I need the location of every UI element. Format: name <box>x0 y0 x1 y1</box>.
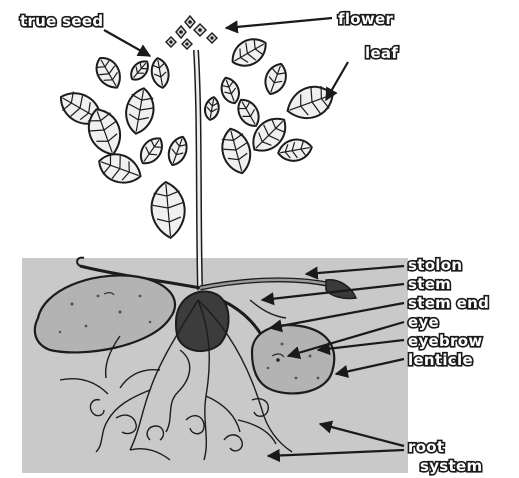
label-root: root <box>408 438 444 456</box>
leaf-shape <box>218 75 243 106</box>
leaf-shape <box>95 148 146 188</box>
label-stolon: stolon <box>408 256 462 274</box>
leaf-shape <box>91 53 126 93</box>
leaf-shape <box>276 137 313 164</box>
small-tuber <box>252 325 334 393</box>
label-stem-end: stem end <box>408 294 489 312</box>
leaf-shape <box>203 96 220 121</box>
label-eye: eye <box>408 313 439 331</box>
label-leaf: leaf <box>365 44 398 62</box>
label-flower: flower <box>338 10 394 28</box>
leaf-shape <box>217 125 255 176</box>
label-eyebrow: eyebrow <box>408 332 483 350</box>
leaf-shape <box>261 61 290 98</box>
label-system: system <box>420 457 482 475</box>
label-stem: stem <box>408 275 451 293</box>
flower-cluster <box>166 16 217 49</box>
leaf-shape <box>135 133 167 168</box>
leaf-shape <box>282 80 337 125</box>
leaf-shape <box>127 57 152 83</box>
label-lenticle: lenticle <box>408 351 473 369</box>
leaf-shape <box>123 86 158 136</box>
leaf-shape <box>227 33 272 73</box>
label-true-seed: true seed <box>20 12 103 30</box>
leaf-shape <box>149 57 170 89</box>
center-tuber <box>176 292 229 352</box>
leaf-shape <box>165 134 191 168</box>
leaf-shape <box>149 181 187 240</box>
